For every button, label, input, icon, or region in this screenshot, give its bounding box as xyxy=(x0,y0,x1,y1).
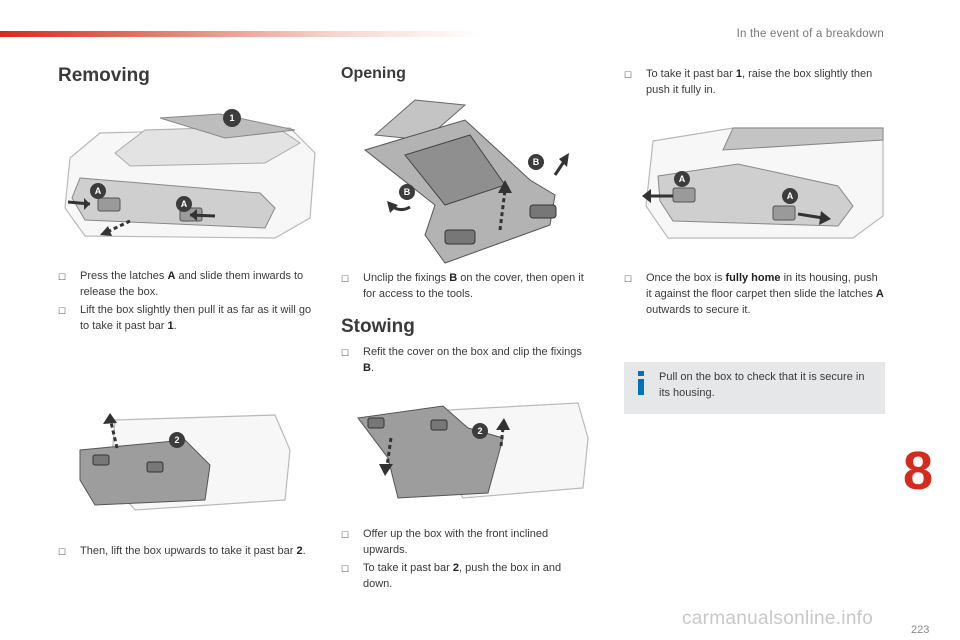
callout-a: A xyxy=(181,199,188,209)
callout-b: B xyxy=(404,187,411,197)
securing-illustration: A A xyxy=(642,127,884,239)
callout-b: B xyxy=(533,157,540,167)
removing-then: ☐ Then, lift the box upwards to take it … xyxy=(58,543,320,562)
bullet-marker: ☐ xyxy=(341,274,350,284)
stowing-title: Stowing xyxy=(341,316,415,337)
callout-2: 2 xyxy=(174,435,179,445)
info-box: Pull on the box to check that it is secu… xyxy=(624,362,885,414)
removing-instructions: ☐ Press the latches A and slide them inw… xyxy=(58,268,320,336)
callout-1: 1 xyxy=(229,113,234,123)
callout-a: A xyxy=(787,191,794,201)
stowing-bottom-instructions: ☐ Offer up the box with the front inclin… xyxy=(341,528,562,590)
callout-a: A xyxy=(679,174,686,184)
watermark: carmanualsonline.info xyxy=(682,608,874,629)
bullet-marker: ☐ xyxy=(58,306,67,316)
removing-illustration-lift: 2 xyxy=(79,413,291,511)
opening-illustration: B B xyxy=(363,99,569,264)
chapter-number: 8 xyxy=(903,441,934,501)
secure-instructions: ☐ Once the box is fully home in its hous… xyxy=(624,272,884,316)
info-text: Pull on the box to check that it is secu… xyxy=(659,371,865,399)
callout-2: 2 xyxy=(477,426,482,436)
bullet-marker: ☐ xyxy=(624,274,633,284)
callout-a: A xyxy=(95,186,102,196)
opening-instructions: ☐ Unclip the fixings B on the cover, the… xyxy=(341,272,584,300)
page-header: In the event of a breakdown xyxy=(736,28,884,40)
bullet-marker: ☐ xyxy=(58,547,67,557)
push-in-instructions: ☐ To take it past bar 1, raise the box s… xyxy=(624,68,873,96)
bullet-marker: ☐ xyxy=(624,70,633,80)
bullet-marker: ☐ xyxy=(341,530,350,540)
bullet-marker: ☐ xyxy=(58,272,67,282)
opening-title: Opening xyxy=(341,65,406,82)
removing-step-2: ☐ Lift the box slightly then pull it as … xyxy=(58,304,312,332)
bullet-marker: ☐ xyxy=(341,564,350,574)
header-accent-bar xyxy=(0,31,480,37)
info-icon xyxy=(638,371,644,395)
removing-illustration-latches: A A 1 xyxy=(64,109,316,239)
stowing-instructions: ☐ Refit the cover on the box and clip th… xyxy=(341,346,582,374)
bullet-marker: ☐ xyxy=(341,348,350,358)
removing-step-1: ☐ Press the latches A and slide them inw… xyxy=(58,270,304,298)
removing-title: Removing xyxy=(58,65,150,86)
stowing-illustration: 2 xyxy=(357,402,589,499)
page-number: 223 xyxy=(911,624,930,636)
